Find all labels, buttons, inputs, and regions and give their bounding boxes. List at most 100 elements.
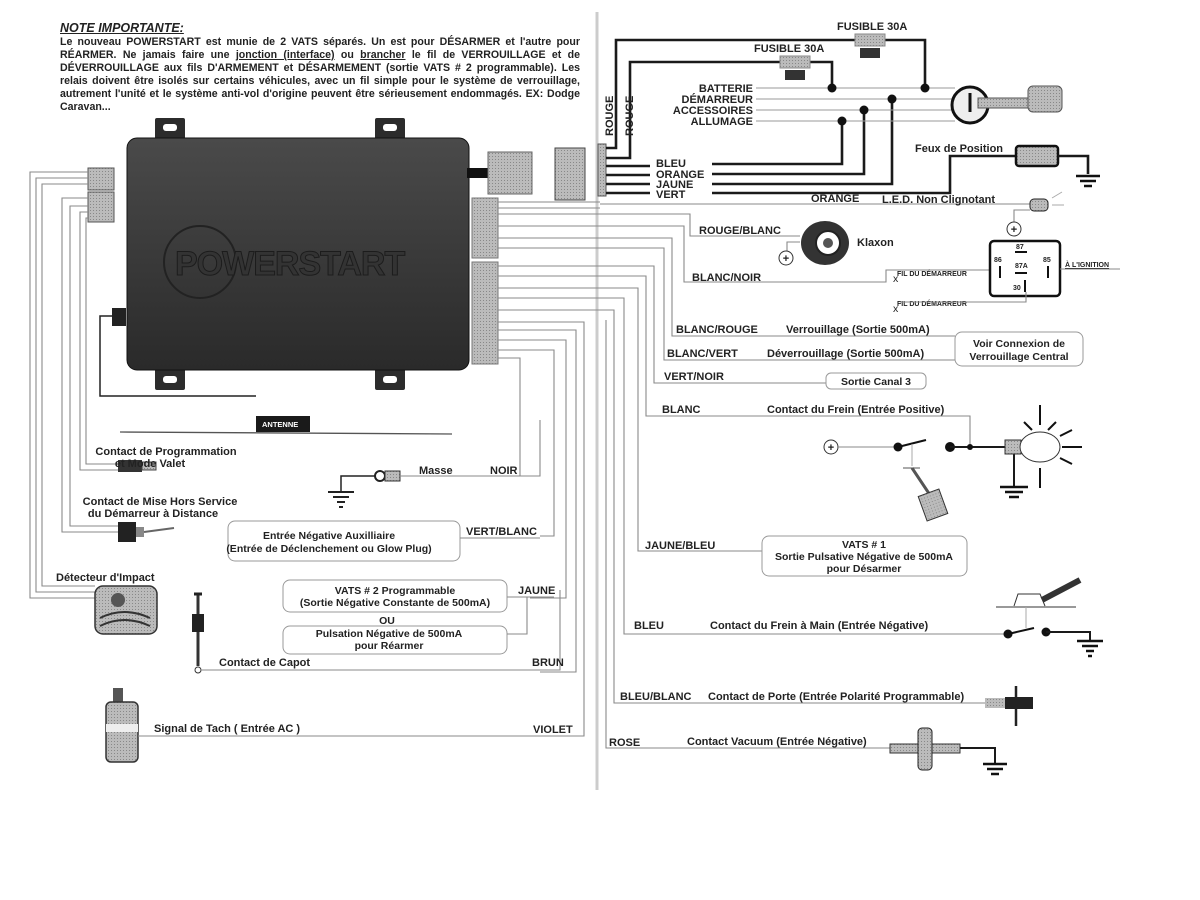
handbrake-switch-icon: [996, 577, 1103, 658]
plus-icon: +: [828, 442, 834, 454]
ignition-key-icon: [950, 85, 1063, 125]
vats2-label-2: (Sortie Négative Constante de 500mA): [300, 597, 490, 609]
rearm-pulse-box: [282, 625, 508, 655]
relay-icon: 87 86 87A 85 30: [900, 239, 1120, 303]
ignition-power-wires: [606, 38, 1016, 195]
plus-icon: +: [783, 253, 789, 265]
channel3-box: [825, 372, 927, 390]
note-text-2: ou: [334, 49, 361, 61]
aux-input-box: [227, 520, 461, 562]
wire-vert-label: VERT: [656, 189, 686, 201]
brake-light-bulb-icon: [1004, 405, 1082, 488]
antenna: ANTENNE: [119, 416, 453, 435]
brake-pedal-switch-icon: +: [823, 439, 1028, 522]
module-connectors: [87, 147, 586, 365]
wire-orange-label: ORANGE: [656, 169, 704, 181]
parking-lights-label: Feux de Position: [915, 143, 1003, 155]
door-switch-label: Contact de Porte (Entrée Polarité Progra…: [708, 691, 964, 703]
handbrake-wire: [600, 297, 1005, 635]
wire-blanc-noir-label: BLANC/NOIR: [692, 272, 761, 284]
horn-icon: +: [778, 221, 849, 266]
vats1-wire: [600, 287, 762, 552]
wire-rouge-blanc-label: ROUGE/BLANC: [699, 225, 781, 237]
unlock-wire: [600, 247, 955, 361]
relay-pin-87: 87: [1016, 244, 1024, 251]
module-brand: POWERSTART: [175, 245, 405, 283]
lock-output-label: Verrouillage (Sortie 500mA): [786, 324, 930, 336]
wire-jaune-bleu-label: JAUNE/BLEU: [645, 540, 715, 552]
channel3-label: Sortie Canal 3: [841, 376, 911, 388]
relay-pin-85: 85: [1043, 257, 1051, 264]
channel3-wire: [600, 265, 826, 384]
kill-switch: [118, 522, 175, 542]
programming-switch-label-1: Contact de Programmation: [95, 446, 236, 458]
ignition-harness-connector: [597, 143, 607, 197]
programming-switch: [118, 460, 157, 472]
led-icon: +: [1006, 191, 1064, 237]
note-title: NOTE IMPORTANTE:: [60, 21, 184, 35]
module-body: [126, 137, 470, 371]
wire-vert-blanc-label: VERT/BLANC: [466, 526, 537, 538]
wire-violet-label: VIOLET: [533, 724, 573, 736]
vacuum-switch-icon: [889, 727, 1007, 776]
cut-mark-1: x: [893, 273, 899, 285]
fuse-icon: [854, 33, 886, 58]
wire-vert-noir-label: VERT/NOIR: [664, 371, 724, 383]
wire-bleu-blanc-label: BLEU/BLANC: [620, 691, 692, 703]
hood-switch-icon: [192, 590, 561, 674]
unlock-output-label: Déverrouillage (Sortie 500mA): [767, 348, 924, 360]
brake-label: Contact du Frein (Entrée Positive): [767, 404, 945, 416]
vats1-label-2: Sortie Pulsative Négative de 500mA: [775, 551, 953, 563]
note-underline-jonction: jonction (interface): [235, 49, 335, 61]
plus-icon: +: [1011, 224, 1017, 236]
wire-rose-label: ROSE: [609, 737, 640, 749]
note-text-3: le fil de VERROUILLAGE et de DÉVERROUILL…: [60, 49, 580, 113]
kill-switch-label-1: Contact de Mise Hors Service: [83, 496, 238, 508]
wire-orange-led-label: ORANGE: [811, 193, 859, 205]
wire-rouge-label-1: ROUGE: [604, 96, 616, 136]
vacuum-wire: [605, 320, 890, 749]
relay-pin-30: 30: [1013, 285, 1021, 292]
starter-wire-label-1: FIL DU DÉMARREUR: [897, 269, 967, 278]
fuse-2-label: FUSIBLE 30A: [754, 43, 824, 55]
door-wire: [600, 309, 985, 704]
wire-blanc-label: BLANC: [662, 404, 701, 416]
wire-blanc-rouge-label: BLANC/ROUGE: [676, 324, 758, 336]
vacuum-switch-label: Contact Vacuum (Entrée Négative): [687, 736, 867, 748]
brake-wire: [600, 275, 971, 447]
note-text-1: Le nouveau POWERSTART est munie de 2 VAT…: [60, 36, 580, 61]
powerstart-module: POWERSTART: [126, 118, 470, 390]
ignition-terminal-lines: [756, 83, 955, 126]
starter-wire-label-2: FIL DU DÉMARREUR: [897, 299, 967, 308]
central-lock-label-2: Verrouillage Central: [969, 351, 1068, 363]
terminal-accessoires: ACCESSOIRES: [673, 105, 753, 117]
vats2-or-label: OU: [379, 615, 395, 627]
impact-sensor-label: Détecteur d'Impact: [56, 572, 155, 584]
impact-sensor-icon: [94, 585, 158, 635]
vats2-label-1: VATS # 2 Programmable: [335, 585, 456, 597]
vats1-label-3: pour Désarmer: [827, 563, 902, 575]
aux-input-label-2: (Entrée de Déclenchement ou Glow Plug): [226, 543, 431, 555]
relay-pin-87a: 87A: [1015, 263, 1028, 270]
fuse-icon: [779, 55, 811, 80]
fuse-1-label: FUSIBLE 30A: [837, 21, 907, 33]
antenna-label: ANTENNE: [262, 420, 298, 429]
vats1-label-1: VATS # 1: [842, 539, 886, 551]
rearm-pulse-label-1: Pulsation Négative de 500mA: [316, 628, 463, 640]
ground-masse: [328, 420, 541, 508]
terminal-allumage: ALLUMAGE: [691, 116, 753, 128]
wire-bleu-label: BLEU: [656, 158, 686, 170]
terminal-batterie: BATTERIE: [699, 83, 753, 95]
note-underline-brancher: brancher: [360, 49, 406, 61]
ignition-coil-icon: [105, 688, 139, 763]
hood-switch-label: Contact de Capot: [219, 657, 310, 669]
handbrake-label: Contact du Frein à Main (Entrée Négative…: [710, 620, 929, 632]
parking-light-icon: [1014, 144, 1100, 188]
cut-mark-2: x: [893, 303, 899, 315]
lock-wire: [600, 237, 955, 337]
door-pin-switch-icon: [985, 686, 1033, 726]
to-ignition-label: À L'IGNITION: [1065, 260, 1109, 269]
wire-rouge-label-2: ROUGE: [624, 96, 636, 136]
important-note: NOTE IMPORTANTE: Le nouveau POWERSTART e…: [60, 22, 580, 114]
horn-label: Klaxon: [857, 237, 894, 249]
